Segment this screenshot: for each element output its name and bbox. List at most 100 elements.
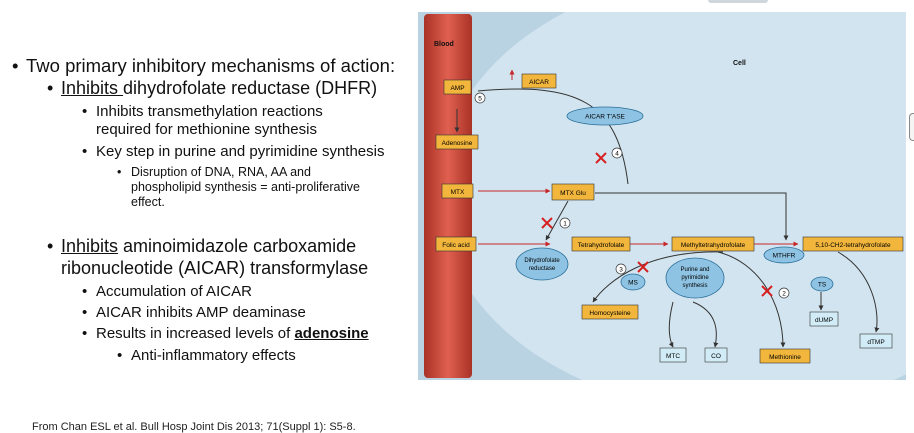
adenosine-box: Adenosine xyxy=(435,134,479,150)
dump-box: dUMP xyxy=(809,311,839,327)
bullet-disruption: •Disruption of DNA, RNA, AA and xyxy=(117,165,311,179)
bullet-dot: • xyxy=(82,283,88,300)
svg-text:5,10-CH2-tetrahydrofolate: 5,10-CH2-tetrahydrofolate xyxy=(815,242,891,249)
bullet-disruption-line2: phospholipid synthesis = anti-proliferat… xyxy=(131,180,360,194)
svg-text:3: 3 xyxy=(619,267,623,274)
bullet-dhfr: •Inhibits dihydrofolate reductase (DHFR) xyxy=(47,78,378,98)
bullet-aicar-transformylase: •Inhibits aminoimidazole carboxamide xyxy=(47,236,357,256)
bullet-anti-inflammatory: •Anti-inflammatory effects xyxy=(117,347,296,364)
svg-text:AICAR T'ASE: AICAR T'ASE xyxy=(585,114,625,121)
mtxglu-to-mthfr-arrow xyxy=(595,192,789,241)
bullet-dot: • xyxy=(82,325,88,342)
svg-text:CO: CO xyxy=(711,353,721,360)
bullet-dot: • xyxy=(117,347,123,364)
svg-text:AMP: AMP xyxy=(450,85,464,92)
homocysteine-box: Homocysteine xyxy=(581,304,639,320)
bullet-dot: • xyxy=(47,236,54,256)
dtmp-box: dTMP xyxy=(859,333,893,349)
bullet-amp-deaminase: •AICAR inhibits AMP deaminase xyxy=(82,304,306,321)
bullet-transmethylation-line2: required for methionine synthesis xyxy=(96,121,317,138)
step-1: 1 xyxy=(559,217,571,229)
cell-region xyxy=(438,12,906,380)
mtx-glu-box: MTX Glu xyxy=(551,183,595,201)
svg-text:TS: TS xyxy=(818,282,827,289)
svg-text:MS: MS xyxy=(628,280,638,287)
ms-enzyme: MS xyxy=(620,273,646,291)
svg-text:MTHFR: MTHFR xyxy=(773,253,796,260)
svg-text:Folic acid: Folic acid xyxy=(442,242,470,249)
svg-text:2: 2 xyxy=(782,291,786,298)
step-5: 5 xyxy=(474,92,486,104)
bullet-dot: • xyxy=(82,304,88,321)
mthfr-enzyme: MTHFR xyxy=(763,246,805,264)
amp-to-mtxglu-curve xyxy=(477,88,629,185)
aicar-box: AICAR xyxy=(521,73,557,89)
svg-text:MTC: MTC xyxy=(666,353,680,360)
bullet-accumulation: •Accumulation of AICAR xyxy=(82,283,252,300)
svg-text:Dihydrofolate: Dihydrofolate xyxy=(524,258,560,264)
svg-text:AICAR: AICAR xyxy=(529,79,549,86)
mtc-box: MTC xyxy=(659,347,687,363)
mtx-mechanism-diagram: Blood Cell AMP AICAR Adenosine MTX MTX G… xyxy=(418,12,906,380)
to-co-curve xyxy=(692,301,719,348)
inhibition-marks xyxy=(541,152,773,297)
svg-text:Methionine: Methionine xyxy=(769,354,801,361)
mtx-box: MTX xyxy=(441,183,474,199)
svg-text:reductase: reductase xyxy=(529,266,556,272)
bullet-disruption-line3: effect. xyxy=(131,195,165,209)
bullet-mechanisms: •Two primary inhibitory mechanisms of ac… xyxy=(12,55,396,76)
slide-nav-handle[interactable] xyxy=(909,113,914,141)
methionine-box: Methionine xyxy=(759,348,811,364)
inhibit-mark-3 xyxy=(637,261,649,273)
svg-text:pyrimidine: pyrimidine xyxy=(681,275,709,281)
svg-text:MTX Glu: MTX Glu xyxy=(560,190,586,197)
ts-enzyme: TS xyxy=(810,276,834,292)
to-mtc-curve xyxy=(668,301,674,348)
bullet-dot: • xyxy=(82,103,88,120)
svg-text:5: 5 xyxy=(478,96,482,103)
step-2: 2 xyxy=(778,287,790,299)
svg-text:4: 4 xyxy=(615,151,619,158)
inhibit-mark-4 xyxy=(595,152,607,164)
svg-text:Purine and: Purine and xyxy=(680,267,709,273)
dhfr-enzyme: Dihydrofolate reductase xyxy=(515,247,569,281)
bullet-dot: • xyxy=(82,143,88,160)
purine-pyrimidine-synthesis: Purine and pyrimidine synthesis xyxy=(665,257,725,299)
blood-label: Blood xyxy=(434,41,454,48)
top-decoration xyxy=(708,0,768,3)
svg-text:Adenosine: Adenosine xyxy=(442,140,473,147)
svg-text:Tetrahydrofolate: Tetrahydrofolate xyxy=(578,242,625,249)
step-3: 3 xyxy=(615,263,627,275)
inhibit-mark-1 xyxy=(541,217,553,229)
step-4: 4 xyxy=(611,147,623,159)
tetrahydrofolate-box: Tetrahydrofolate xyxy=(571,236,631,252)
co-box: CO xyxy=(704,347,728,363)
bullet-transmethylation: •Inhibits transmethylation reactions xyxy=(82,103,323,120)
svg-text:dTMP: dTMP xyxy=(867,339,884,346)
svg-text:synthesis: synthesis xyxy=(682,283,707,289)
amp-box: AMP xyxy=(443,79,472,95)
svg-text:MTX: MTX xyxy=(451,189,465,196)
bullet-purine-step: •Key step in purine and pyrimidine synth… xyxy=(82,143,385,160)
svg-text:dUMP: dUMP xyxy=(815,317,833,324)
bullet-dot: • xyxy=(12,55,19,76)
step-numbers: 5 4 1 3 2 xyxy=(474,92,790,299)
to-homocysteine-curve xyxy=(592,251,724,303)
bullet-list: •Two primary inhibitory mechanisms of ac… xyxy=(0,0,412,433)
folic-acid-box: Folic acid xyxy=(435,236,477,252)
inhibit-mark-2 xyxy=(761,285,773,297)
bullet-adenosine: •Results in increased levels of adenosin… xyxy=(82,325,369,342)
methylene-thf-box: 5,10-CH2-tetrahydrofolate xyxy=(802,236,904,252)
cell-label: Cell xyxy=(733,60,746,67)
svg-text:1: 1 xyxy=(563,221,567,228)
svg-text:Homocysteine: Homocysteine xyxy=(589,310,631,317)
bullet-dot: • xyxy=(117,165,122,179)
citation-footer: From Chan ESL et al. Bull Hosp Joint Dis… xyxy=(32,421,356,433)
aicar-tase-enzyme: AICAR T'ASE xyxy=(566,106,644,126)
to-methionine-curve xyxy=(717,251,786,348)
bullet-aicar-line2: ribonucleotide (AICAR) transformylase xyxy=(61,258,369,278)
svg-text:Methyltetrahydrofolate: Methyltetrahydrofolate xyxy=(681,242,746,249)
mtxglu-to-dhfr-arrow xyxy=(545,200,569,241)
bullet-dot: • xyxy=(47,78,54,98)
to-dtmp-curve xyxy=(837,251,880,333)
